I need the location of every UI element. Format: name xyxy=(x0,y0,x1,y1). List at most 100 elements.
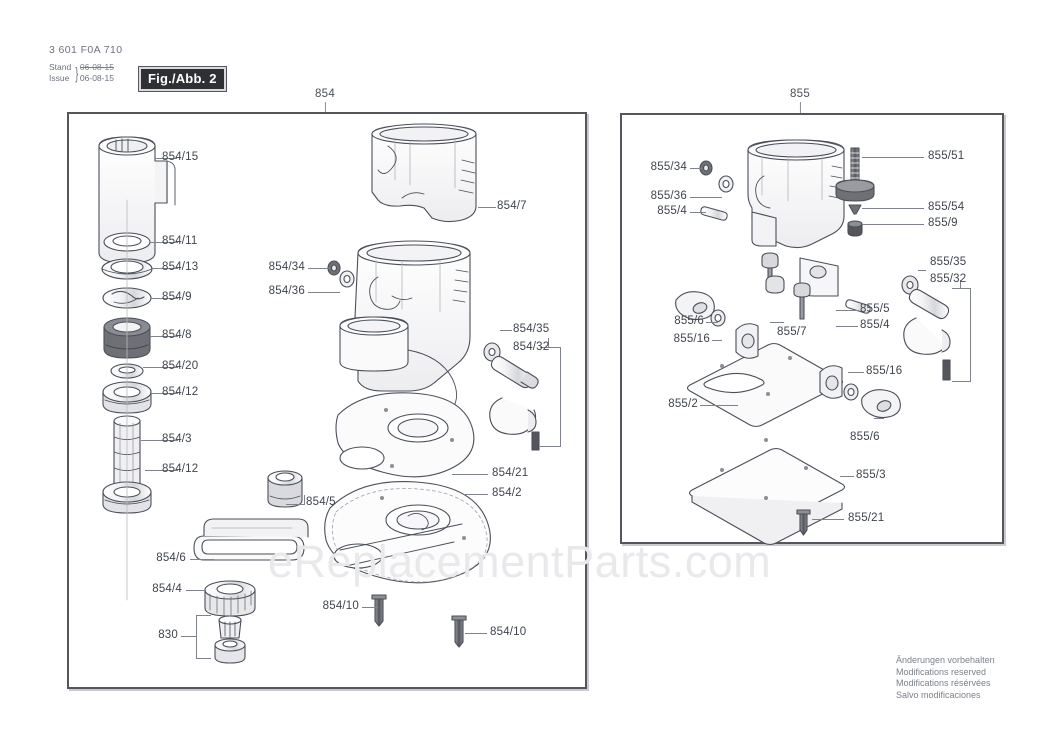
callout-855-32: 855/32 xyxy=(930,273,967,285)
callout-855-4-lower: 855/4 xyxy=(860,319,890,331)
callout-855-4-upper: 855/4 xyxy=(657,205,687,217)
callout-855-9: 855/9 xyxy=(928,217,958,229)
leader-854-15 xyxy=(155,158,177,159)
bracket-854-32 xyxy=(540,347,561,447)
issue-date: 06-08-15 xyxy=(79,73,114,83)
callout-830: 830 xyxy=(158,629,178,641)
callout-854-10-left: 854/10 xyxy=(322,600,359,612)
panel-tag-855-text: 855 xyxy=(789,88,811,100)
callout-854-11: 854/11 xyxy=(162,235,198,247)
brace-glyph: } xyxy=(75,63,79,83)
leader-855-7 xyxy=(770,322,784,323)
footer-line-en: Modifications reserved xyxy=(896,666,987,677)
leader-854-3 xyxy=(141,440,178,441)
panel-tag-855: 855 xyxy=(790,88,810,115)
callout-855-5: 855/5 xyxy=(860,303,890,315)
callout-855-54: 855/54 xyxy=(928,201,965,213)
callout-855-34: 855/34 xyxy=(650,161,687,173)
leader-855-36 xyxy=(690,197,722,198)
bracket-830 xyxy=(196,615,211,659)
leader-854-12a xyxy=(151,393,178,394)
callout-854-6: 854/6 xyxy=(156,552,186,564)
leader-854-13 xyxy=(152,268,178,269)
bracket-855-32 xyxy=(952,288,971,382)
leader-854-6 xyxy=(190,559,214,560)
callout-855-6-upper: 855/6 xyxy=(674,315,704,327)
leader-855-6b xyxy=(874,418,884,419)
leader-854-7 xyxy=(478,207,496,208)
panel-tag-tick xyxy=(324,102,326,115)
leader-854-8 xyxy=(150,336,178,337)
callout-855-6-lower: 855/6 xyxy=(850,431,880,443)
part-code: 3 601 F0A 710 xyxy=(49,44,123,56)
leader-854-9 xyxy=(151,298,178,299)
callout-854-36: 854/36 xyxy=(268,285,305,297)
panel-tag-854: 854 xyxy=(315,88,335,115)
leader-855-9 xyxy=(862,224,924,225)
revision-dates: Stand Issue } 06-08-15 06-08-15 xyxy=(49,62,114,84)
leader-854-35 xyxy=(500,330,512,331)
callout-854-5: 854/5 xyxy=(306,496,336,508)
leader-855-34 xyxy=(690,168,702,169)
callout-854-4: 854/4 xyxy=(152,583,182,595)
leader-855-21 xyxy=(812,519,844,520)
leader-855-4b xyxy=(836,326,858,327)
watermark: eReplacementParts.com xyxy=(268,536,772,587)
callout-854-15: 854/15 xyxy=(162,151,199,163)
leader-854-11 xyxy=(150,242,178,243)
callout-855-7: 855/7 xyxy=(777,326,807,338)
callout-854-21: 854/21 xyxy=(492,467,529,479)
stand-label: Stand xyxy=(49,62,72,72)
leader-855-6a xyxy=(706,322,718,323)
leader-854-34 xyxy=(308,268,330,269)
callout-854-34: 854/34 xyxy=(268,261,305,273)
leader-854-5b xyxy=(304,495,305,505)
callout-854-12-lower: 854/12 xyxy=(162,463,199,475)
leader-855-32 xyxy=(960,280,961,289)
callout-854-20: 854/20 xyxy=(162,360,199,372)
leader-854-5a xyxy=(286,504,304,505)
stand-date: 06-08-15 xyxy=(79,62,114,72)
callout-854-32: 854/32 xyxy=(513,341,550,353)
panel-855 xyxy=(620,113,1004,544)
callout-854-35: 854/35 xyxy=(513,323,550,335)
leader-855-2 xyxy=(700,405,738,406)
callout-855-2: 855/2 xyxy=(668,398,698,410)
callout-855-36: 855/36 xyxy=(650,190,687,202)
leader-854-21 xyxy=(452,474,488,475)
leader-855-54 xyxy=(862,208,924,209)
callout-854-13: 854/13 xyxy=(162,261,199,273)
leader-854-32 xyxy=(548,338,549,348)
leader-855-5 xyxy=(836,310,858,311)
callout-855-21: 855/21 xyxy=(848,512,885,524)
callout-854-12-upper: 854/12 xyxy=(162,386,199,398)
leader-854-10b xyxy=(465,633,487,634)
leader-855-51 xyxy=(862,157,924,158)
leader-855-35 xyxy=(918,270,926,271)
leader-854-4 xyxy=(186,590,206,591)
callout-854-3: 854/3 xyxy=(162,433,192,445)
leader-855-3 xyxy=(840,476,854,477)
leader-830 xyxy=(181,636,197,637)
leader-855-16a xyxy=(712,340,722,341)
footer-line-de: Änderungen vorbehalten xyxy=(896,655,995,665)
callout-854-9: 854/9 xyxy=(162,291,192,303)
leader-854-20 xyxy=(143,367,178,368)
leader-854-10a xyxy=(362,607,378,608)
leader-854-36a xyxy=(308,292,340,293)
footer-line-es: Salvo modificaciones xyxy=(896,689,981,700)
callout-854-7: 854/7 xyxy=(497,200,527,212)
issue-label: Issue xyxy=(49,73,70,83)
panel-tag-854-text: 854 xyxy=(314,88,336,100)
callout-854-10-right: 854/10 xyxy=(490,626,527,638)
footer-disclaimer: Änderungen vorbehalten Modifications res… xyxy=(896,655,995,701)
footer-line-fr: Modifications résérvées xyxy=(896,678,991,688)
leader-854-2 xyxy=(464,494,488,495)
callout-855-51: 855/51 xyxy=(928,150,965,162)
callout-854-2: 854/2 xyxy=(492,487,522,499)
leader-855-4a xyxy=(690,212,706,213)
callout-855-16-lower: 855/16 xyxy=(866,365,903,377)
leader-855-16b xyxy=(848,372,864,373)
callout-855-3: 855/3 xyxy=(856,469,886,481)
